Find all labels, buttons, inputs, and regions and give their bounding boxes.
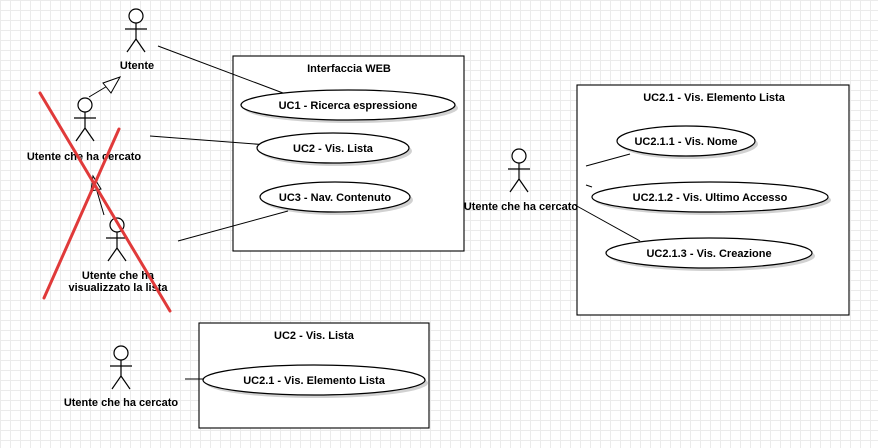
actor-label-visualizzato-line1: Utente che ha <box>82 270 155 282</box>
use-case-label-uc2-1-3: UC2.1.3 - Vis. Creazione <box>646 248 771 260</box>
association-cercato-uc2-1-1 <box>585 153 631 167</box>
actor-utente-icon <box>125 8 147 53</box>
generalization-arrowhead-top <box>102 76 122 94</box>
actor-label-utente: Utente <box>120 60 154 72</box>
actor-label-cercato-mid: Utente che ha cercato <box>464 201 579 213</box>
cross-out-stroke-1 <box>38 91 172 313</box>
use-case-label-uc1: UC1 - Ricerca espressione <box>279 100 418 112</box>
association-visualizzato-uc3 <box>177 210 289 242</box>
use-case-uc2-1-1: UC2.1.1 - Vis. Nome <box>616 125 758 159</box>
use-case-uc2-1-2: UC2.1.2 - Vis. Ultimo Accesso <box>591 181 831 215</box>
actor-cercato-top-icon <box>74 97 96 142</box>
actor-label-visualizzato-line2: visualizzato la lista <box>68 282 168 294</box>
use-case-uc2-1-3: UC2.1.3 - Vis. Creazione <box>605 237 815 271</box>
association-cercato-uc2-1-2 <box>585 184 593 188</box>
association-cercato-uc2-1-3 <box>574 204 641 242</box>
use-case-uc1: UC1 - Ricerca espressione <box>240 89 458 123</box>
use-case-label-uc2-1-1: UC2.1.1 - Vis. Nome <box>634 136 737 148</box>
system-title-uc2-1: UC2.1 - Vis. Elemento Lista <box>643 92 786 104</box>
system-title-uc2: UC2 - Vis. Lista <box>274 330 355 342</box>
use-case-uc2: UC2 - Vis. Lista <box>256 132 412 166</box>
cross-out-stroke-2 <box>42 127 121 300</box>
association-utente-uc1 <box>157 45 284 94</box>
actor-cercato-bottom-icon <box>110 345 132 390</box>
use-case-label-uc2-1: UC2.1 - Vis. Elemento Lista <box>243 375 386 387</box>
use-case-label-uc3: UC3 - Nav. Contenuto <box>279 192 392 204</box>
actor-cercato-mid-icon <box>508 148 530 193</box>
use-case-uc3: UC3 - Nav. Contenuto <box>259 181 413 215</box>
use-case-uc2-1: UC2.1 - Vis. Elemento Lista <box>202 364 428 398</box>
use-case-label-uc2: UC2 - Vis. Lista <box>293 143 374 155</box>
actor-label-cercato-bottom: Utente che ha cercato <box>64 397 179 409</box>
use-case-label-uc2-1-2: UC2.1.2 - Vis. Ultimo Accesso <box>633 192 788 204</box>
actor-label-cercato-top: Utente che ha cercato <box>27 151 142 163</box>
system-title-interfaccia-web: Interfaccia WEB <box>307 63 391 75</box>
